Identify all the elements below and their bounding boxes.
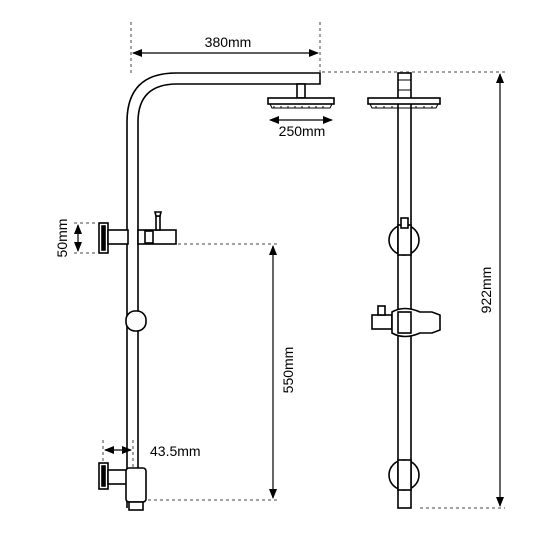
rear-rail	[397, 72, 412, 509]
side-view	[98, 72, 335, 511]
upper-wall-bracket	[98, 222, 129, 254]
rear-upper-bracket	[388, 217, 420, 256]
dim-380mm: 380mm	[205, 34, 252, 50]
dim-50mm: 50mm	[54, 219, 70, 258]
lower-inlet-bracket	[98, 462, 147, 511]
shower-head-rear	[367, 97, 441, 109]
diverter-valve	[137, 211, 177, 245]
rear-view	[367, 72, 441, 509]
rear-slider-holder	[371, 305, 441, 338]
slider-knob-side	[125, 310, 147, 332]
rear-lower-bracket	[388, 459, 420, 491]
dim-922mm: 922mm	[478, 267, 494, 314]
dim-43-5mm: 43.5mm	[150, 443, 201, 459]
dimension-lines	[74, 22, 505, 509]
dim-250mm: 250mm	[279, 123, 326, 139]
shower-head-side	[267, 83, 335, 109]
dim-550mm: 550mm	[280, 347, 296, 394]
